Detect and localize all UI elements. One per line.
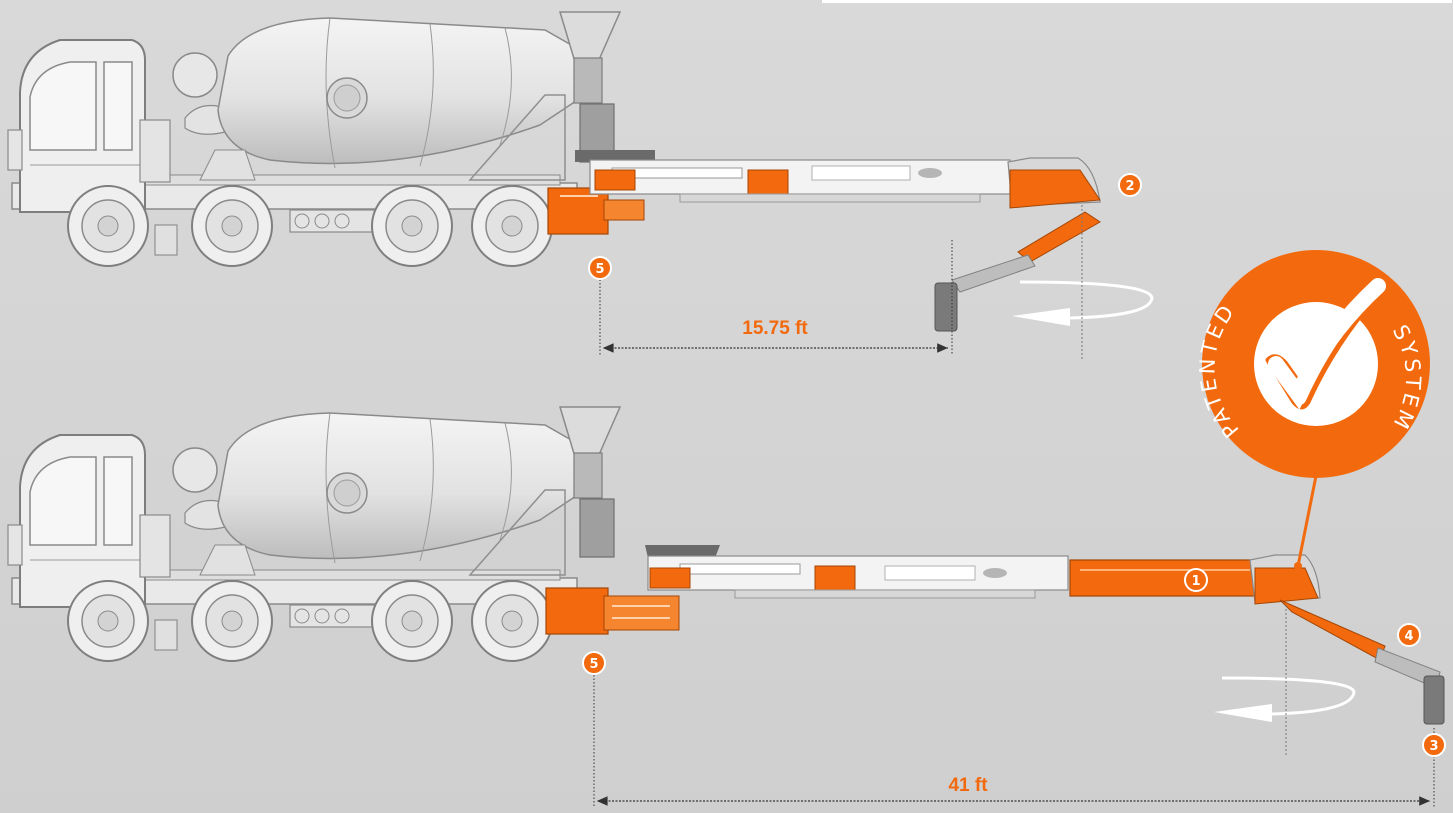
callout-label: 4 [1404, 629, 1413, 644]
callout-badge: 3 [1422, 733, 1446, 757]
patented-seal: PATENTED SYSTEM [1195, 250, 1430, 570]
top-pump-unit [547, 187, 645, 235]
bottom-boom [645, 545, 1445, 725]
top-dimension: 15.75 ft [599, 240, 953, 355]
callout-label: 5 [595, 262, 604, 277]
callout-label: 1 [1191, 574, 1200, 589]
top-edge-bar [822, 0, 1452, 3]
bottom-mixer-truck [7, 406, 621, 662]
callout-badge: 1 [1184, 568, 1208, 592]
top-configuration: 15.75 ft 2 5 [7, 11, 1154, 360]
top-boom [575, 150, 1101, 332]
callout-label: 3 [1429, 739, 1438, 754]
callout-badge: 5 [588, 256, 612, 280]
bottom-dimension: 41 ft [593, 668, 1435, 808]
top-rotation-arrow-icon [1012, 280, 1154, 326]
callout-label: 2 [1125, 179, 1134, 194]
bottom-rotation-arrow-icon [1214, 676, 1356, 722]
callout-badge: 2 [1118, 173, 1142, 197]
bottom-dimension-label: 41 ft [948, 775, 988, 796]
top-mixer-truck [7, 11, 621, 267]
callout-label: 5 [589, 657, 598, 672]
callout-badge: 5 [582, 651, 606, 675]
bottom-configuration: 41 ft 1 4 3 5 [7, 406, 1446, 808]
callout-badge: 4 [1397, 623, 1421, 647]
bottom-pump-unit [545, 587, 680, 635]
seal-pointer-line [1296, 475, 1318, 567]
top-dimension-label: 15.75 ft [742, 318, 808, 339]
